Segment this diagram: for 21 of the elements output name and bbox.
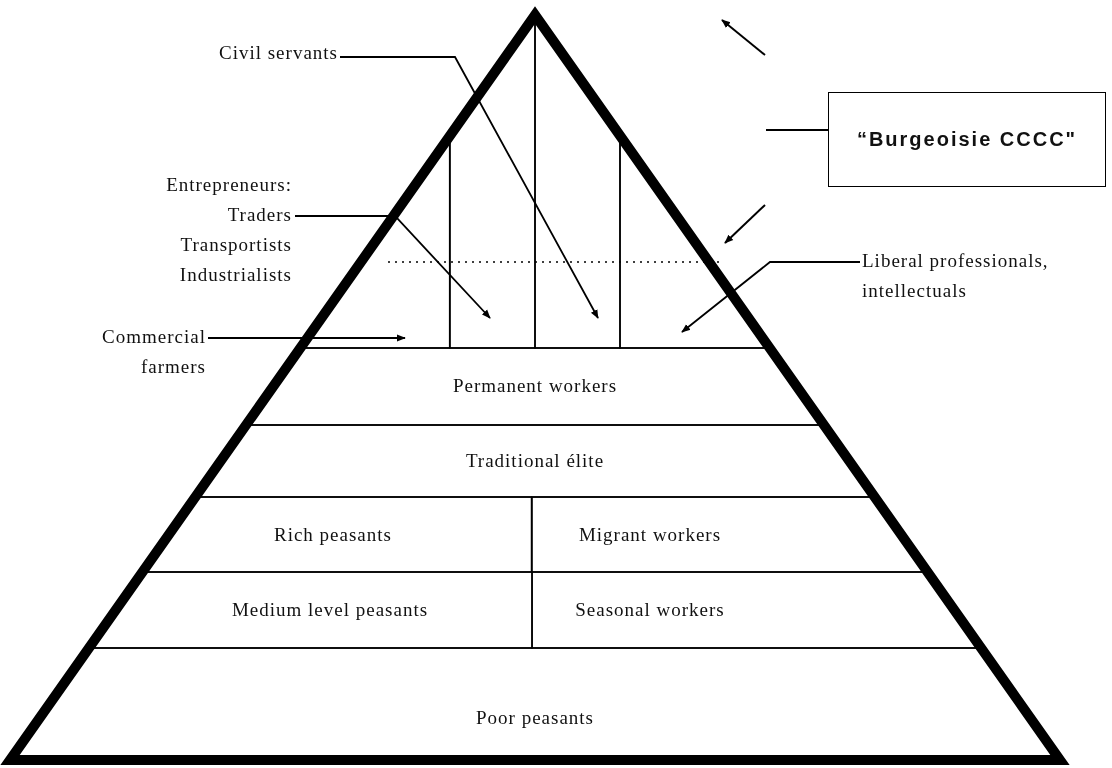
callout-heading: Entrepreneurs: — [165, 173, 292, 197]
leader-line — [765, 129, 829, 131]
callout-label: Civil servants — [217, 41, 338, 65]
tier-label: Medium level peasants — [231, 599, 429, 621]
tier-label: Migrant workers — [578, 524, 722, 546]
callout-label: Commercial farmers — [101, 325, 206, 379]
tier-label: Traditional élite — [465, 450, 605, 472]
label-box — [828, 92, 1106, 187]
leader-arrow — [339, 56, 599, 319]
leader-arrow — [207, 334, 406, 342]
callout-label: Industrialists — [178, 263, 292, 287]
tier-label: Seasonal workers — [575, 599, 725, 621]
callout-label: Traders — [226, 203, 292, 227]
box-label: “Burgeoisie CCCC" — [856, 128, 1078, 151]
tier-label: Rich peasants — [274, 524, 392, 546]
leader-arrow — [294, 215, 491, 319]
tier-label: Poor peasants — [476, 707, 594, 729]
callout-label: Liberal professionals, intellectuals — [862, 249, 1050, 303]
leader-arrow — [681, 261, 861, 333]
tier-label: Permanent workers — [452, 375, 618, 397]
callout-label: Transportists — [179, 233, 292, 257]
